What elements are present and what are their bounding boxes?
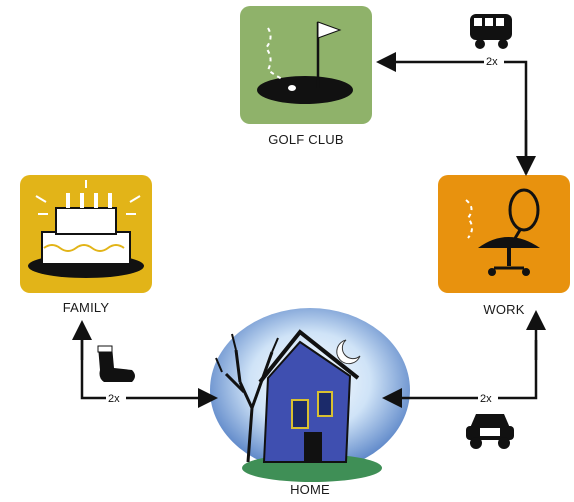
- work-node: [438, 175, 570, 293]
- office-chair-icon: [465, 188, 540, 276]
- golf-club-node: [240, 6, 372, 124]
- edge-work-home-count: 2x: [480, 393, 492, 405]
- family-node: [20, 175, 152, 293]
- bus-icon: [470, 14, 512, 49]
- edge-work-golf-count: 2x: [486, 56, 498, 68]
- work-label: WORK: [483, 302, 525, 317]
- birthday-cake-icon: [28, 180, 144, 278]
- sock-icon: [97, 345, 135, 382]
- home-label: HOME: [290, 482, 330, 497]
- edge-work-to-golf: [376, 52, 528, 174]
- family-label: FAMILY: [62, 300, 110, 315]
- haunted-house-icon: [215, 329, 382, 482]
- golf-flag-icon: [257, 21, 353, 104]
- car-icon: [466, 414, 514, 449]
- edge-family-home-count: 2x: [108, 393, 120, 405]
- home-node: [210, 308, 410, 482]
- golf-club-label: GOLF CLUB: [268, 132, 344, 147]
- work-tile: [438, 175, 570, 293]
- golf-club-tile: [240, 6, 372, 124]
